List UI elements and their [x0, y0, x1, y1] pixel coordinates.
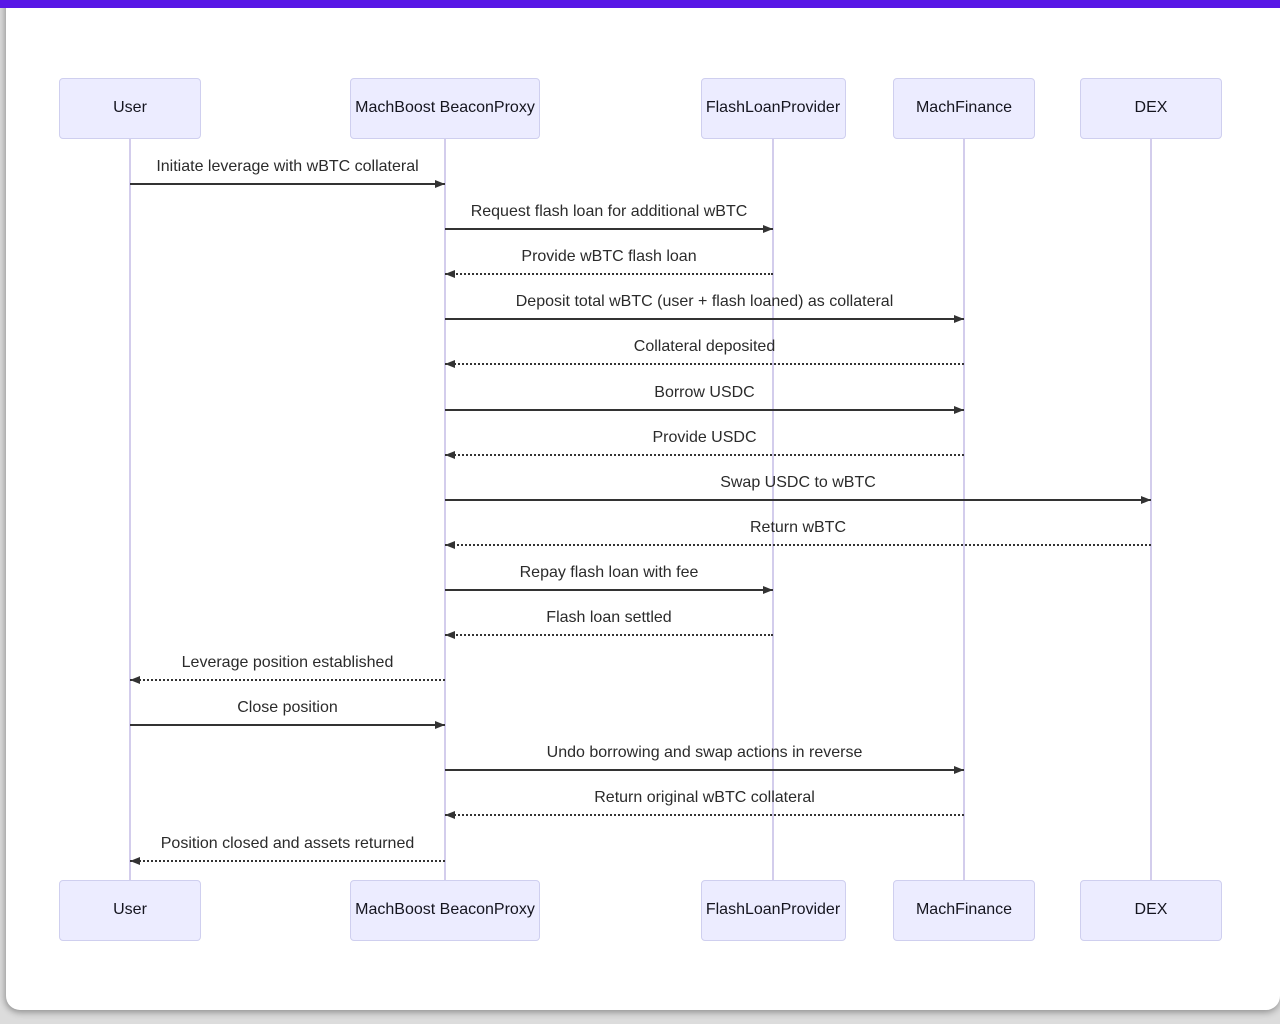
message-line-solid: [445, 498, 1151, 501]
message-label: Swap USDC to wBTC: [720, 473, 876, 491]
message-label: Deposit total wBTC (user + flash loaned)…: [515, 293, 894, 311]
lifeline-machfinance: [963, 139, 965, 880]
message-label: Leverage position established: [181, 654, 394, 672]
message-label: Return original wBTC collateral: [594, 789, 815, 807]
actor-proxy-bottom: MachBoost BeaconProxy: [350, 880, 540, 941]
actor-user-top: User: [59, 78, 201, 139]
lifeline-proxy: [444, 139, 446, 880]
arrowhead: [130, 856, 140, 865]
arrowhead: [130, 676, 140, 685]
content-card: [6, 0, 1280, 1010]
actor-machfinance-top: MachFinance: [893, 78, 1035, 139]
lifeline-dex: [1150, 139, 1152, 880]
message-label: Request flash loan for additional wBTC: [470, 203, 748, 221]
message-label: Repay flash loan with fee: [519, 563, 699, 581]
message-line-solid: [445, 588, 773, 591]
actor-flashloan-bottom: FlashLoanProvider: [700, 880, 846, 941]
actor-flashloan-top: FlashLoanProvider: [700, 78, 846, 139]
actor-proxy-top: MachBoost BeaconProxy: [350, 78, 540, 139]
message-label: Borrow USDC: [654, 383, 755, 401]
message-line-dashed: [130, 859, 445, 862]
actor-machfinance-bottom: MachFinance: [893, 880, 1035, 941]
arrowhead: [1141, 495, 1151, 504]
message-line-dashed: [445, 543, 1151, 546]
message-line-solid: [445, 769, 964, 772]
arrowhead: [435, 180, 445, 188]
arrowhead: [954, 405, 964, 414]
message-label: Undo borrowing and swap actions in rever…: [546, 744, 863, 762]
message-line-solid: [130, 183, 445, 185]
message-label: Provide USDC: [652, 428, 757, 446]
actor-user-bottom: User: [59, 880, 201, 941]
message-line-dashed: [445, 363, 964, 366]
message-line-dashed: [445, 814, 964, 817]
lifeline-flashloan: [772, 139, 774, 880]
message-line-solid: [445, 408, 964, 411]
arrowhead: [445, 270, 455, 279]
message-line-solid: [445, 228, 773, 231]
arrowhead: [445, 450, 455, 459]
message-label: Provide wBTC flash loan: [521, 248, 697, 266]
arrowhead: [763, 225, 773, 234]
lifeline-user: [129, 139, 131, 880]
message-label: Flash loan settled: [546, 609, 672, 626]
arrowhead: [445, 360, 455, 369]
message-line-dashed: [445, 634, 773, 636]
message-label: Collateral deposited: [633, 338, 776, 356]
arrowhead: [763, 585, 773, 594]
message-label: Initiate leverage with wBTC collateral: [156, 158, 419, 175]
message-line-solid: [445, 318, 964, 321]
message-label: Close position: [237, 699, 338, 717]
accent-bar: [0, 0, 1280, 8]
arrowhead: [445, 631, 455, 639]
message-line-dashed: [445, 453, 964, 456]
message-label: Return wBTC: [749, 518, 847, 536]
arrowhead: [445, 540, 455, 549]
arrowhead: [435, 721, 445, 730]
arrowhead: [954, 766, 964, 775]
arrowhead: [445, 811, 455, 820]
arrowhead: [954, 315, 964, 324]
message-label: Position closed and assets returned: [160, 834, 415, 852]
actor-dex-bottom: DEX: [1080, 880, 1222, 941]
message-line-solid: [130, 724, 445, 727]
message-line-dashed: [445, 273, 773, 276]
message-line-dashed: [130, 679, 445, 682]
actor-dex-top: DEX: [1080, 78, 1222, 139]
